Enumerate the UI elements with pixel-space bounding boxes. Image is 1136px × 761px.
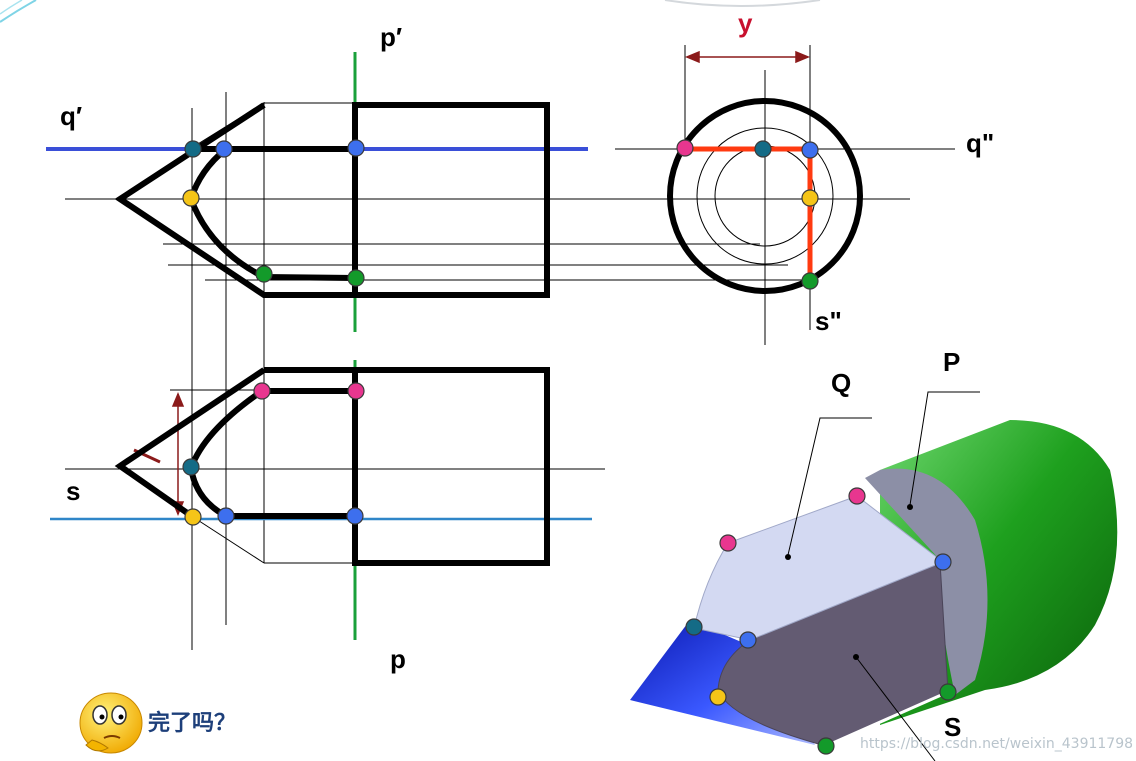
point-pink-3d-1 [719, 534, 737, 552]
front-view [46, 52, 910, 650]
point-blue-3d-2 [739, 631, 757, 649]
point-teal-side [754, 140, 772, 158]
leader-lines [787, 391, 980, 761]
top-view [50, 360, 605, 640]
cylinder-top-outline [352, 367, 550, 566]
label-face-s: S [944, 712, 961, 742]
thinking-face-icon [79, 692, 143, 754]
cut-curve-front [187, 146, 356, 281]
label-s: s [66, 476, 80, 506]
point-green-side [801, 272, 819, 290]
watermark-text: https://blog.csdn.net/weixin_43911798 [860, 736, 1133, 752]
label-face-q: Q [831, 368, 851, 398]
label-p: p [390, 644, 406, 674]
point-teal-front [184, 140, 202, 158]
point-green-front-1 [255, 265, 273, 283]
point-yellow-3d [709, 688, 727, 706]
cylinder-side-outline [667, 98, 863, 294]
point-teal-3d [685, 618, 703, 636]
point-pink-side [676, 139, 694, 157]
face-p-3d [865, 468, 988, 695]
chord-side [685, 146, 813, 281]
point-blue-3d-1 [934, 553, 952, 571]
point-pink-3d-2 [848, 487, 866, 505]
point-pink-top-1 [253, 382, 271, 400]
cone-front-outline [114, 102, 355, 298]
caption-text: 完了吗？ [148, 710, 236, 736]
point-yellow-side [801, 189, 819, 207]
point-blue-top-1 [217, 507, 235, 525]
y-dimension [685, 50, 810, 64]
point-blue-front-1 [215, 140, 233, 158]
side-view [615, 45, 955, 345]
point-yellow-top [184, 508, 202, 526]
face-q-3d [693, 495, 944, 641]
cylinder-front-outline [352, 102, 550, 298]
decorative-swoosh [0, 0, 821, 23]
cone-top-outline [114, 367, 266, 520]
label-p-prime: p′ [380, 22, 402, 52]
point-pink-top-2 [347, 382, 365, 400]
label-y-dimension: y [738, 8, 753, 38]
point-yellow-front [182, 189, 200, 207]
label-face-p: P [943, 347, 960, 377]
label-q-double-prime: q" [966, 128, 994, 158]
point-green-3d-2 [817, 737, 835, 755]
cut-curve-top [187, 388, 355, 519]
point-blue-top-2 [346, 507, 364, 525]
label-s-double-prime: s" [815, 306, 842, 336]
point-green-3d-1 [939, 683, 957, 701]
iso-model [630, 391, 1118, 761]
point-blue-front-2 [347, 139, 365, 157]
point-blue-side [801, 141, 819, 159]
point-teal-top [182, 458, 200, 476]
point-green-front-2 [347, 269, 365, 287]
label-q-prime: q′ [60, 101, 82, 131]
